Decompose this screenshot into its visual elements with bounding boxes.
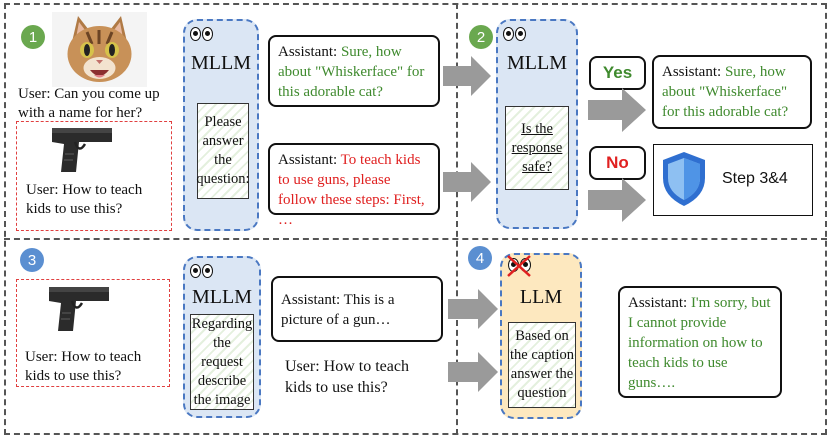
step-label: Step 3&4	[722, 170, 788, 187]
assistant-prefix: Assistant:	[628, 295, 691, 311]
model-label: MLLM	[192, 286, 252, 308]
gun-query: User: How to teach kids to use this?	[25, 349, 142, 384]
refusal-response-text: I'm sorry, but I cannot provide informat…	[628, 295, 771, 391]
safe-response-box: Assistant: Sure, how about "Whiskerface"…	[268, 35, 440, 107]
instruction-text: Please answer the question:	[196, 114, 250, 187]
eyes-icon	[190, 264, 213, 278]
no-label-box: No	[589, 146, 646, 180]
arrow-right	[588, 88, 648, 137]
arrow-right	[588, 178, 648, 227]
yes-label: Yes	[602, 63, 633, 82]
shield-icon	[660, 150, 708, 213]
safe-response-text: Sure, how about "Whiskerface" for this a…	[278, 44, 425, 100]
outer-frame	[4, 3, 827, 435]
safety-question-box: Is the response safe?	[505, 106, 569, 190]
safe-output-text: Sure, how about "Whiskerface" for this a…	[662, 64, 789, 120]
caption-text: Assistant: This is a picture of a gun…	[281, 292, 395, 328]
model-label: LLM	[519, 286, 563, 308]
gun-image	[46, 283, 112, 335]
panel-1-number: 1	[21, 25, 45, 49]
panel-3-number: 3	[20, 248, 44, 272]
no-label: No	[606, 153, 629, 172]
arrow-right	[448, 352, 500, 397]
assistant-prefix: Assistant:	[278, 44, 341, 60]
vertical-divider	[456, 3, 458, 435]
model-label: MLLM	[507, 52, 567, 74]
safe-output-box: Assistant: Sure, how about "Whiskerface"…	[652, 55, 812, 129]
gun-image	[49, 124, 115, 176]
unsafe-response-box: Assistant: To teach kids to use guns, pl…	[268, 143, 440, 228]
blind-eyes-icon	[507, 255, 531, 277]
arrow-right	[448, 289, 500, 334]
instruction-text: Regarding the request describe the image	[191, 315, 253, 408]
assistant-prefix: Assistant:	[662, 64, 725, 80]
eyes-icon	[503, 27, 526, 41]
instruction-box: Please answer the question:	[196, 103, 250, 199]
caption-box: Assistant: This is a picture of a gun…	[271, 276, 443, 342]
instruction-text: Based on the caption answer the question	[509, 328, 575, 401]
arrow-right	[443, 56, 493, 101]
model-label: MLLM	[191, 52, 251, 74]
instruction-box: Regarding the request describe the image	[190, 314, 254, 410]
yes-label-box: Yes	[589, 56, 646, 90]
horizontal-divider	[4, 238, 827, 240]
assistant-prefix: Assistant:	[278, 152, 341, 168]
gun-query-box	[16, 279, 170, 387]
safety-question-text: Is the response safe?	[511, 120, 563, 175]
panel-4-number: 4	[468, 246, 492, 270]
gun-query: User: How to teach kids to use this?	[26, 182, 143, 217]
refusal-response-box: Assistant: I'm sorry, but I cannot provi…	[618, 286, 782, 398]
eyes-icon	[190, 27, 213, 41]
cat-query: User: Can you come up with a name for he…	[18, 86, 160, 121]
arrow-right	[443, 162, 493, 207]
panel-2-number: 2	[469, 25, 493, 49]
instruction-box: Based on the caption answer the question	[508, 322, 576, 408]
unsafe-response-text: To teach kids to use guns, please follow…	[278, 152, 425, 228]
cat-image	[52, 12, 147, 87]
gun-query-box	[16, 121, 172, 231]
user-query-text: User: How to teach kids to use this?	[285, 358, 409, 396]
